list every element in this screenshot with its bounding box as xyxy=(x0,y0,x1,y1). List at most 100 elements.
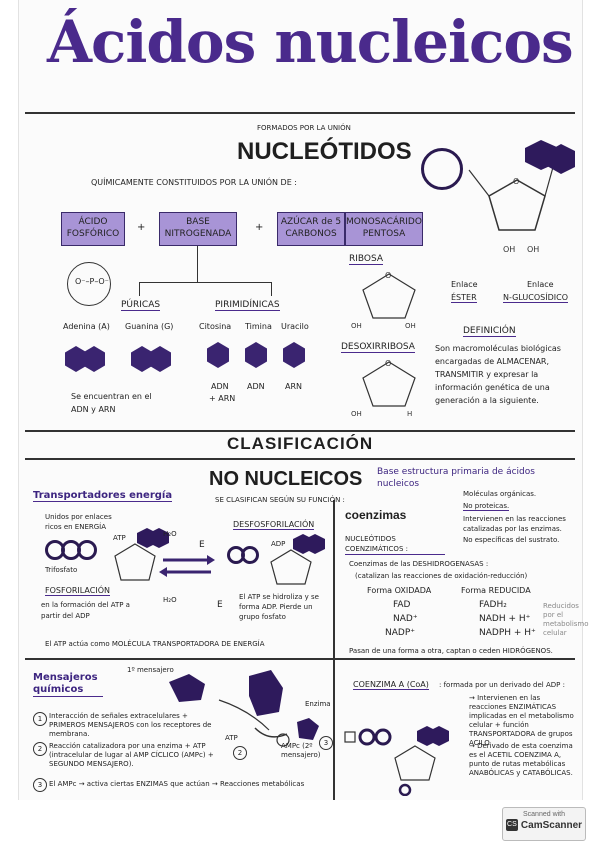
divider-vertical xyxy=(333,500,335,800)
definicion-label: DEFINICIÓN xyxy=(463,326,516,337)
nucleotide-structure-icon: OH OH O xyxy=(468,140,575,254)
citosina-label: Citosina xyxy=(199,322,232,331)
nadh-label: NADH + H⁺ xyxy=(479,614,531,624)
scanner-line1: Scanned with xyxy=(522,811,566,818)
camscanner-watermark: Scanned with CS CamScanner xyxy=(502,807,586,841)
desfosforilacion-text: El ATP se hidroliza y se forma ADP. Pier… xyxy=(239,593,319,621)
adp-sugar-icon xyxy=(270,534,325,585)
desfosforilacion-label: DESFOSFORILACIÓN xyxy=(233,520,315,530)
mensajeros-step-2: Reacción catalizadora por una enzima + A… xyxy=(49,742,214,768)
plus-1: + xyxy=(137,222,146,233)
deoxyribose-ring-icon: O OH H xyxy=(351,359,416,418)
step-2-diagram-badge: 2 xyxy=(233,746,247,760)
tree-right xyxy=(271,282,272,296)
h2o-label-bottom: H₂O xyxy=(163,596,177,604)
nad-label: NAD⁺ xyxy=(393,614,418,624)
phosphate-ring-icon xyxy=(77,540,97,560)
coa-interv-text: → Intervienen en las reacciones ENZIMÁTI… xyxy=(469,694,574,747)
coenz-bullet-2: No proteicas. xyxy=(463,502,510,511)
adenine-shape-icon xyxy=(65,346,87,372)
catalizan-text: (catalizan las reacciones de oxidación-r… xyxy=(355,572,528,580)
fadh2-label: FADH₂ xyxy=(479,600,507,610)
tree-left xyxy=(139,282,140,296)
tree-branch xyxy=(139,282,271,283)
nadph-label: NADPH + H⁺ xyxy=(479,628,536,638)
enlace-ester-1: Enlace xyxy=(451,280,478,289)
uracilo-label: Uracilo xyxy=(281,322,309,331)
pirimidinicas-label: PIRIMIDÍNICAS xyxy=(215,300,280,311)
atp-label-mensajeros: ATP xyxy=(225,734,238,742)
enlace-ester-2: ÉSTER xyxy=(451,293,477,303)
uracilo-arn: ARN xyxy=(285,382,303,391)
svg-text:H: H xyxy=(407,410,412,418)
citosina-arn: + ARN xyxy=(209,394,236,403)
ampc-label: AMPc (2º mensajero) xyxy=(281,742,321,759)
enlace-glu-2: N-GLUCOSÍDICO xyxy=(503,293,568,303)
enlace-glu-1: Enlace xyxy=(527,280,554,289)
phosphate-ring-icon xyxy=(241,546,259,564)
divider-top xyxy=(25,112,575,114)
mensajeros-step-3: El AMPc → activa ciertas ENZIMAS que act… xyxy=(49,780,305,788)
coenz-deshidro-label: Coenzimas de las DESHIDROGENASAS : xyxy=(349,560,489,568)
svg-text:O: O xyxy=(385,359,391,368)
coenzimas-heading: coenzimas xyxy=(345,508,407,522)
nadp-label: NADP⁺ xyxy=(385,628,415,638)
base-estructura-note: Base estructura primaria de ácidos nucle… xyxy=(377,467,535,489)
coenz-bullet-4: No específicas del sustrato. xyxy=(463,536,560,544)
ribose-ring-icon: O OH OH xyxy=(351,271,416,330)
divider-clasificacion-top xyxy=(25,430,575,432)
svg-text:OH: OH xyxy=(351,410,362,418)
fad-label: FAD xyxy=(393,600,411,610)
reaction-arrows-icon xyxy=(159,555,215,577)
adp-label: ADP xyxy=(271,540,286,548)
divider-mensajeros xyxy=(25,658,575,660)
mensajeros-heading: Mensajeros químicos xyxy=(33,672,103,697)
step-2-badge: 2 xyxy=(33,742,47,756)
step-3-badge: 3 xyxy=(33,778,47,792)
ribosa-label: RIBOSA xyxy=(349,254,384,265)
notes-sheet: Ácidos nucleicos FORMADOS POR LA UNIÓN N… xyxy=(18,0,589,800)
puricas-label: PÚRICAS xyxy=(121,300,161,311)
svg-text:OH: OH xyxy=(503,245,515,254)
clasificacion-heading: CLASIFICACIÓN xyxy=(227,434,374,453)
atp-label: ATP xyxy=(113,534,126,542)
svg-text:O: O xyxy=(385,271,391,280)
clasifican-label: SE CLASIFICAN SEGÚN SU FUNCIÓN : xyxy=(215,496,345,504)
nucleotidos-heading: NUCLEÓTIDOS xyxy=(237,138,412,165)
step-3-diagram-badge: 3 xyxy=(319,736,333,750)
mensajeros-step-1: Interacción de señales extracelulares + … xyxy=(49,712,212,738)
guanina-label: Guanina (G) xyxy=(125,322,174,331)
coenzima-a-formada: : formada por un derivado del ADP : xyxy=(439,681,565,689)
forma-reducida-label: Forma REDUCIDA xyxy=(461,586,531,595)
coa-deriv-text: → Derivado de esta coenzima es el ACETIL… xyxy=(469,742,573,777)
unidos-text: Unidos por enlaces ricos en ENERGÍA xyxy=(45,513,112,531)
svg-text:O: O xyxy=(513,177,519,186)
forma-oxidada-label: Forma OXIDADA xyxy=(367,586,432,595)
signaling-diagram-icon xyxy=(169,670,319,747)
atp-actua-text: El ATP actúa como MOLÉCULA TRANSPORTADOR… xyxy=(45,640,265,648)
page-title: Ácidos nucleicos xyxy=(47,8,574,76)
nucleotidos-coenz-label: NUCLEÓTIDOS COENZIMÁTICOS : xyxy=(345,534,445,555)
coenz-bullet-3: Intervienen en las reacciones catalizada… xyxy=(463,515,566,533)
phosphate-ring-icon xyxy=(421,148,463,190)
desoxirribosa-label: DESOXIRRIBOSA xyxy=(341,342,415,353)
box-acido-fosforico: ÁCIDO FOSFÓRICO xyxy=(61,212,125,246)
timina-label: Timina xyxy=(245,322,272,331)
svg-text:OH: OH xyxy=(527,245,539,254)
primer-mensajero-label: 1º mensajero xyxy=(127,666,174,674)
phosphate-formula: O⁻–P–O⁻ xyxy=(75,277,109,286)
adenine-shape-icon xyxy=(83,346,105,372)
plus-2: + xyxy=(255,222,264,233)
definicion-text: Son macromoléculas biológicas encargadas… xyxy=(435,344,561,405)
coenzyme-a-structure-icon xyxy=(344,726,449,796)
timina-adn: ADN xyxy=(247,382,265,391)
guanine-shape-icon xyxy=(131,346,153,372)
fosforilacion-label: FOSFORILACIÓN xyxy=(45,586,110,596)
energy-label-bottom: E xyxy=(217,600,223,610)
camscanner-logo-icon: CS xyxy=(505,819,518,831)
trifosfato-label: Trifosfato xyxy=(45,566,78,574)
encuentran-text: Se encuentran en el ADN y ARN xyxy=(71,392,152,414)
svg-text:OH: OH xyxy=(351,322,362,330)
quimicamente-label: QUÍMICAMENTE CONSTITUIDOS POR LA UNIÓN D… xyxy=(91,178,297,187)
step-1-badge: 1 xyxy=(33,712,47,726)
